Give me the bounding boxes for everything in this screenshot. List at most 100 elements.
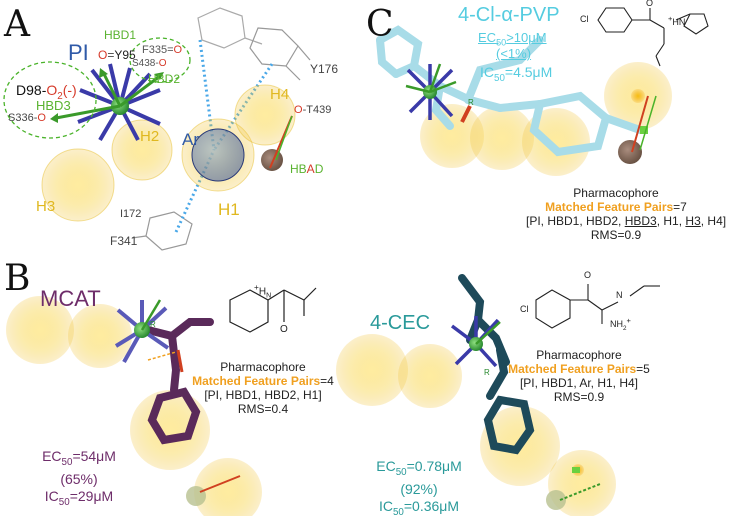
- cec-ic50-value: =0.36μM: [403, 497, 460, 514]
- pvp-features-h3: H3: [685, 214, 701, 228]
- c-hbad-arrow-green: [639, 95, 657, 151]
- c-hbd-arrows: [405, 63, 457, 94]
- s336-oxygen: O: [37, 112, 46, 124]
- f335-label: F335=O: [142, 44, 183, 56]
- mcat-ic50: IC50=29μM: [24, 488, 134, 511]
- pvp-ligand-sticks: [376, 25, 644, 157]
- hbd-arrows: [55, 73, 161, 120]
- b-sphere-4: [194, 458, 262, 516]
- h3-label: H3: [36, 198, 56, 215]
- pvp-ic50-value: =4.5μM: [504, 64, 553, 80]
- c-hbad-sphere: [618, 140, 642, 164]
- mcat-ic50-sub: 50: [58, 496, 70, 508]
- cec-rms: RMS=0.9: [553, 390, 605, 404]
- cec-cl: Cl: [520, 304, 529, 314]
- cec-sphere-1: [336, 334, 408, 406]
- pvp-matched-label: Matched Feature Pairs: [545, 200, 674, 214]
- pvp-efficacy: (<1%): [496, 46, 532, 61]
- h4-label: H4: [270, 86, 290, 103]
- pvp-structure: [597, 7, 709, 67]
- mcat-ec50-label: EC: [42, 448, 62, 464]
- mcat-matched-pairs: Matched Feature Pairs=4: [188, 374, 338, 388]
- residue-ring-y176: [249, 27, 311, 81]
- panel-a-graphic: [3, 7, 311, 251]
- s438-label: S438-O: [132, 58, 167, 69]
- cec-structure: [535, 284, 660, 329]
- mcat-ic50-value: =29μM: [69, 487, 114, 504]
- pvp-ec50: EC50>10μM: [478, 30, 547, 48]
- d98-subscript: 2: [57, 90, 63, 102]
- cec-nh2-n: N: [610, 319, 617, 329]
- mcat-structure: [229, 287, 317, 333]
- i172-label: I172: [120, 208, 142, 220]
- mcat-rms: RMS=0.4: [237, 402, 289, 416]
- mcat-nh: +HN: [254, 282, 271, 299]
- cec-matched-count: =5: [636, 362, 650, 376]
- panel-b-graphic: [6, 287, 317, 516]
- y95-label: O=Y95: [98, 48, 136, 62]
- y95-oxygen: O: [98, 48, 108, 62]
- mcat-o: O: [280, 324, 288, 335]
- panel-b-letter: B: [4, 258, 31, 299]
- s438-text: S438: [132, 58, 156, 69]
- y176-label: Y176: [310, 62, 339, 76]
- cec-nh2-h: H: [616, 319, 624, 329]
- mcat-matched-label: Matched Feature Pairs: [192, 374, 321, 388]
- panel-a-letter: A: [4, 4, 30, 45]
- b-hbd-arrow: [140, 299, 162, 331]
- hbad-a: A: [306, 162, 315, 176]
- pvp-ic50: IC50=4.5μM: [480, 64, 552, 84]
- cec-ec50-value: =0.78μM: [406, 458, 462, 474]
- mcat-matched-count: =4: [320, 374, 334, 388]
- cec-efficacy: (92%): [400, 480, 438, 497]
- cec-sphere-2: [398, 344, 462, 408]
- s336-text: S336: [8, 112, 34, 124]
- pvp-ec50-sub: 50: [496, 37, 507, 48]
- b-sphere-2: [68, 304, 132, 368]
- hbd1-arrowhead: [99, 68, 108, 78]
- cec-ec50: EC50=0.78μM: [364, 458, 474, 481]
- pvp-features: [PI, HBD1, HBD2, HBD3, H1, H3, H4]: [526, 214, 726, 228]
- pvp-cl: Cl: [580, 14, 589, 24]
- mcat-r-label: R: [150, 320, 156, 329]
- pvp-pharmacophore-title: Pharmacophore: [573, 186, 659, 200]
- mcat-features: [PI, HBD1, HBD2, H1]: [204, 388, 322, 402]
- hbd3-label: HBD3: [36, 98, 71, 113]
- pvp-o: O: [646, 0, 654, 8]
- hbd3-arrowhead: [50, 113, 58, 123]
- h1-label: H1: [218, 200, 240, 219]
- s336-label: S336-O: [8, 112, 46, 124]
- s438-oxygen: O: [158, 58, 167, 69]
- h3-sphere: [41, 148, 115, 222]
- c-sphere-3: [522, 108, 590, 176]
- pvp-r-label: R: [468, 98, 474, 107]
- hbad-label: HBAD: [290, 162, 323, 176]
- c-sphere-2: [470, 106, 534, 170]
- pvp-features-mid: , H1,: [656, 214, 686, 228]
- residue-ring-top: [197, 7, 263, 49]
- cec-ic50: IC50=0.36μM: [364, 498, 474, 521]
- pvp-pharmacophore-box: Pharmacophore Matched Feature Pairs=7 [P…: [526, 186, 726, 242]
- pvp-features-post: , H4]: [700, 214, 727, 228]
- hbad-arrow-green: [275, 115, 293, 161]
- hbd1-label: HBD1: [104, 28, 137, 42]
- pvp-oxygen: [460, 105, 472, 123]
- c-hbad-arrow-red: [631, 95, 649, 153]
- cec-nh2-plus: +: [626, 316, 631, 325]
- cec-ec50-sub: 50: [395, 466, 407, 478]
- pi-label: PI: [68, 40, 89, 65]
- hbd2-label: HBD2: [148, 72, 181, 86]
- c-sphere-1: [420, 104, 484, 168]
- pvp-rms: RMS=0.9: [590, 228, 642, 242]
- pvp-ec50-value: >10μM: [506, 30, 547, 45]
- b-sphere-3: [130, 390, 210, 470]
- mcat-efficacy: (65%): [60, 470, 98, 487]
- c-sphere-4-core: [631, 89, 645, 103]
- cec-matched-label: Matched Feature Pairs: [508, 362, 637, 376]
- ar-label: Ar: [182, 130, 199, 149]
- hbd2-dashed-region: [129, 37, 191, 83]
- cec-ic50-sub: 50: [392, 506, 404, 518]
- mcat-oxygen: [176, 349, 184, 373]
- mcat-pharmacophore-title: Pharmacophore: [220, 360, 306, 374]
